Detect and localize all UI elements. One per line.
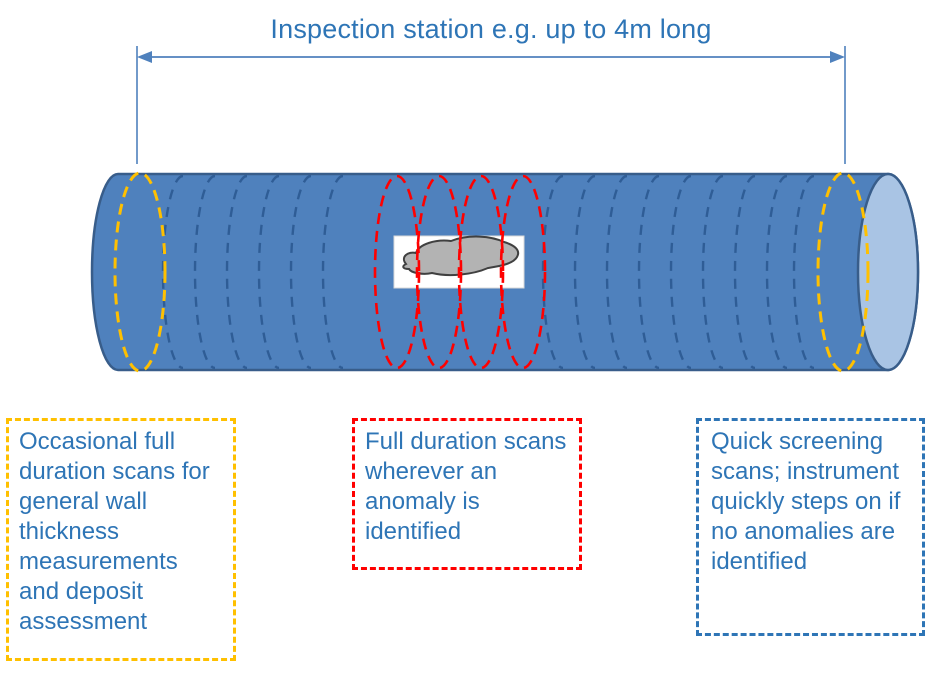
anomaly-blob <box>402 235 520 277</box>
legend-text-full-duration-scans: Full duration scans wherever an anomaly … <box>365 428 567 545</box>
legend-text-occasional-scans: Occasional full duration scans for gener… <box>19 428 210 635</box>
red-scan-ring <box>457 174 505 370</box>
yellow-scan-ring-left <box>113 171 167 373</box>
red-scan-ring <box>415 174 463 370</box>
legend-text-quick-screening-scans: Quick screening scans; instrument quickl… <box>711 428 901 575</box>
red-scan-ring <box>499 174 547 370</box>
red-anomaly-scan-rings <box>373 174 547 370</box>
pipe-end-cap <box>856 172 920 372</box>
legend-box-occasional-scans: Occasional full duration scans for gener… <box>6 418 236 661</box>
inspection-station-label: Inspection station e.g. up to 4m long <box>270 14 712 44</box>
legend-box-full-duration-scans: Full duration scans wherever an anomaly … <box>352 418 582 570</box>
arrowhead-left-icon <box>137 51 152 63</box>
arrowhead-right-icon <box>830 51 845 63</box>
legend-box-quick-screening-scans: Quick screening scans; instrument quickl… <box>696 418 925 636</box>
red-scan-ring <box>373 174 421 370</box>
yellow-scan-ring-right <box>816 171 870 373</box>
